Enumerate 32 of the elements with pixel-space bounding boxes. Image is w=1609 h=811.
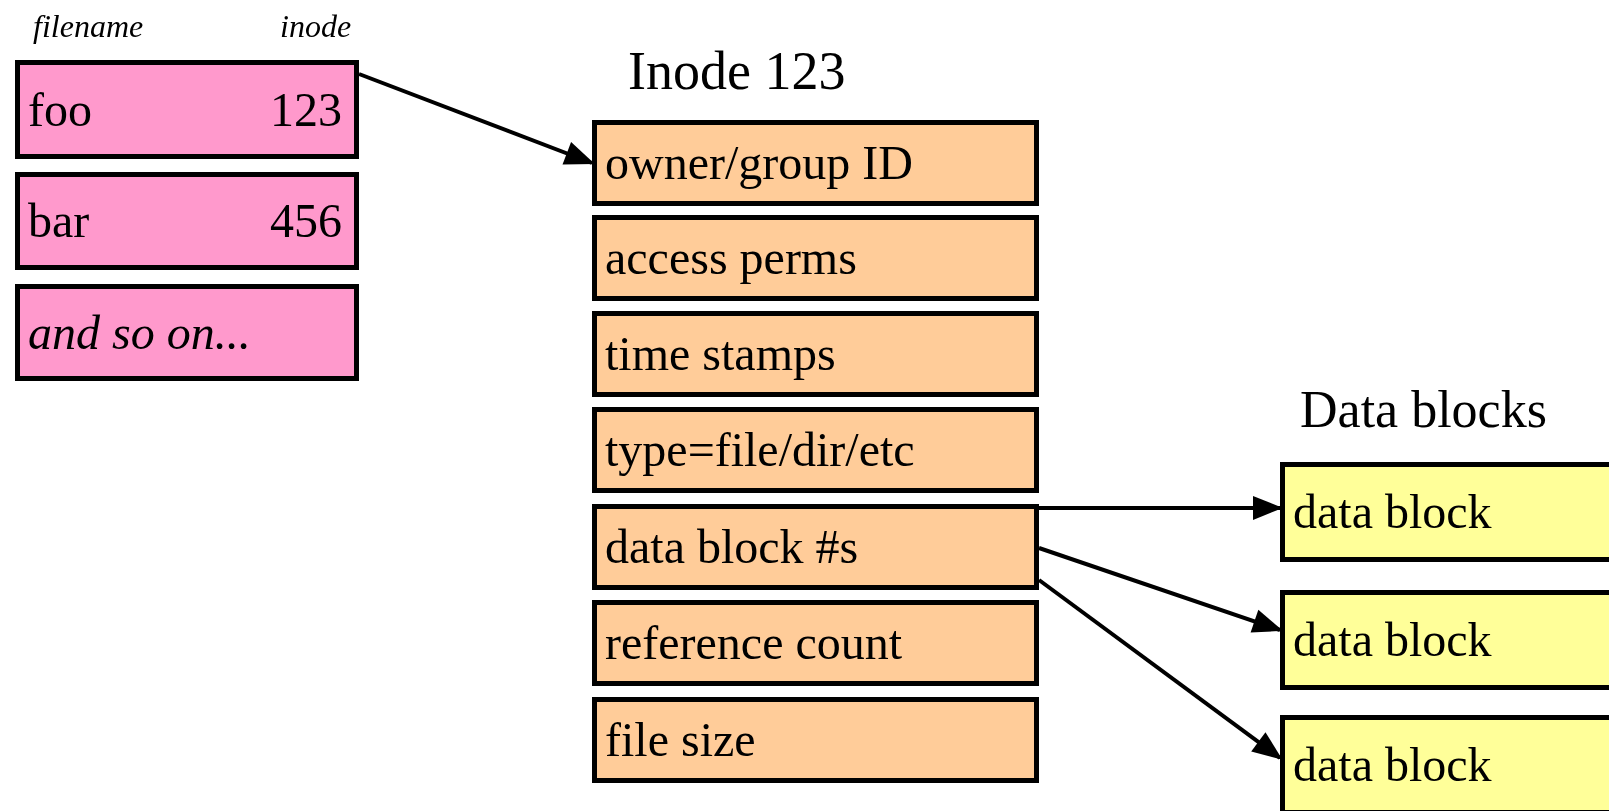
field-name: and so on...: [28, 308, 251, 357]
inode-field-box: [592, 311, 1039, 397]
field-name: data block: [1293, 741, 1492, 789]
field-name: access perms: [605, 234, 857, 282]
column-header: inode: [280, 10, 352, 42]
dir-entry-row: [15, 60, 359, 159]
heading: Inode 123: [628, 44, 846, 98]
dir-entry-row: [15, 172, 359, 270]
field-name: foo: [28, 85, 92, 134]
inode-number: 456: [270, 197, 342, 245]
field-name: type=file/dir/etc: [605, 426, 915, 474]
data-block-box: [1280, 715, 1609, 811]
field-name: reference count: [605, 619, 903, 667]
field-name: file size: [605, 716, 756, 764]
data-block-box: [1280, 462, 1609, 562]
inode-field-box: [592, 697, 1039, 783]
heading: Data blocks: [1300, 384, 1547, 436]
field-name: owner/group ID: [605, 139, 913, 187]
field-name: time stamps: [605, 330, 836, 378]
inode-field-box: [592, 407, 1039, 493]
field-name: bar: [28, 197, 90, 245]
inode-field-box: [592, 504, 1039, 590]
field-name: data block #s: [605, 523, 859, 571]
column-header: filename: [33, 10, 144, 42]
inode-field-box: [592, 600, 1039, 686]
data-block-box: [1280, 590, 1609, 690]
dir-entry-row: [15, 284, 359, 381]
inode-field-box: [592, 215, 1039, 301]
field-name: data block: [1293, 616, 1492, 664]
inode-number: 123: [270, 85, 342, 134]
field-name: data block: [1293, 488, 1492, 536]
inode-field-box: [592, 120, 1039, 206]
